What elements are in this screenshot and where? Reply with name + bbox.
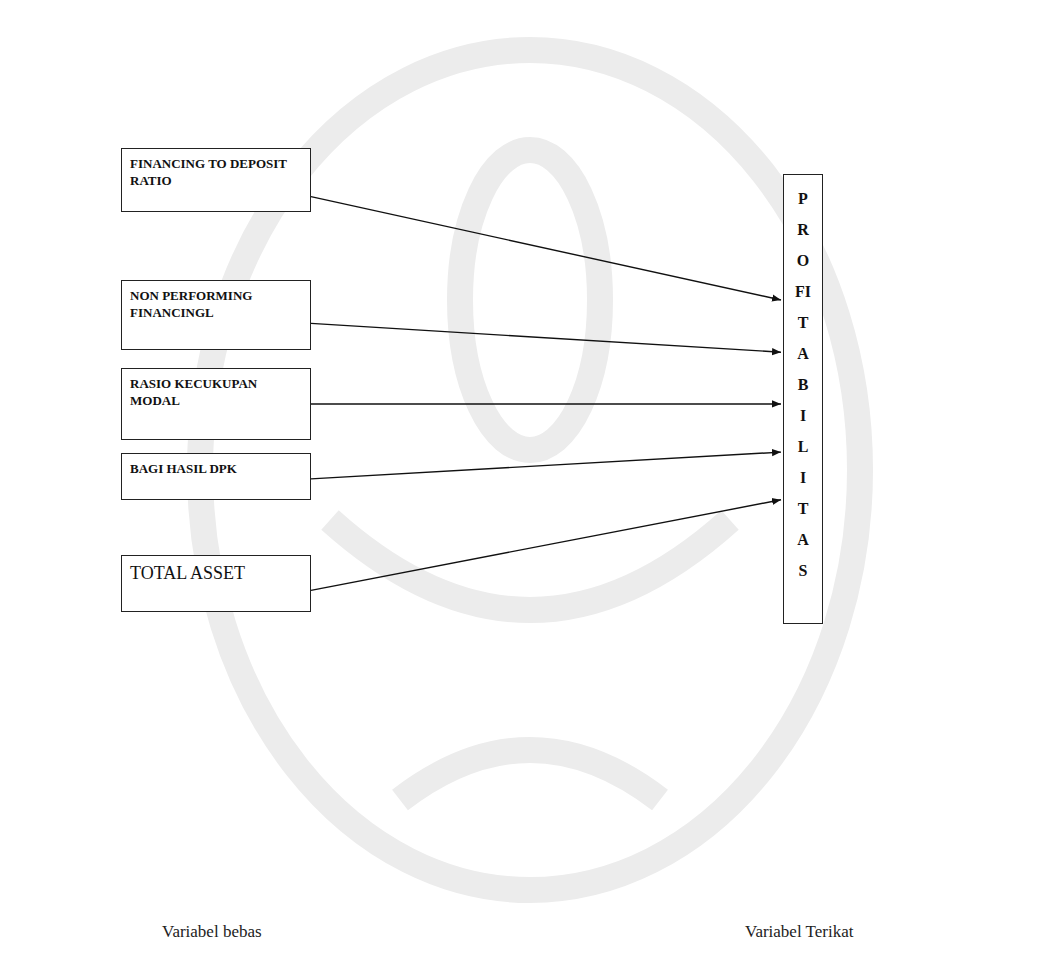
independent-variable-box: BAGI HASIL DPK — [121, 453, 311, 500]
independent-variable-box: FINANCING TO DEPOSIT RATIO — [121, 148, 311, 212]
independent-variable-box: RASIO KECUKUPAN MODAL — [121, 368, 311, 440]
independent-variable-box: TOTAL ASSET — [121, 555, 311, 612]
axis-caption: Variabel bebas — [162, 922, 262, 942]
influence-arrow — [311, 323, 781, 352]
variable-name: PROFITABILITAS — [795, 183, 811, 615]
variable-name: TOTAL ASSET — [130, 562, 302, 584]
influence-arrow — [311, 452, 781, 479]
independent-variable-box: NON PERFORMING FINANCINGL — [121, 280, 311, 350]
dependent-variable-box: PROFITABILITAS — [783, 174, 823, 624]
variable-name: RASIO KECUKUPAN MODAL — [130, 375, 302, 409]
influence-arrow — [311, 500, 781, 591]
influence-arrow — [311, 403, 781, 404]
variable-name: BAGI HASIL DPK — [130, 460, 302, 477]
variable-name: NON PERFORMING FINANCINGL — [130, 287, 302, 321]
variable-name: FINANCING TO DEPOSIT RATIO — [130, 155, 302, 189]
axis-caption: Variabel Terikat — [745, 922, 853, 942]
influence-arrow — [311, 197, 781, 300]
